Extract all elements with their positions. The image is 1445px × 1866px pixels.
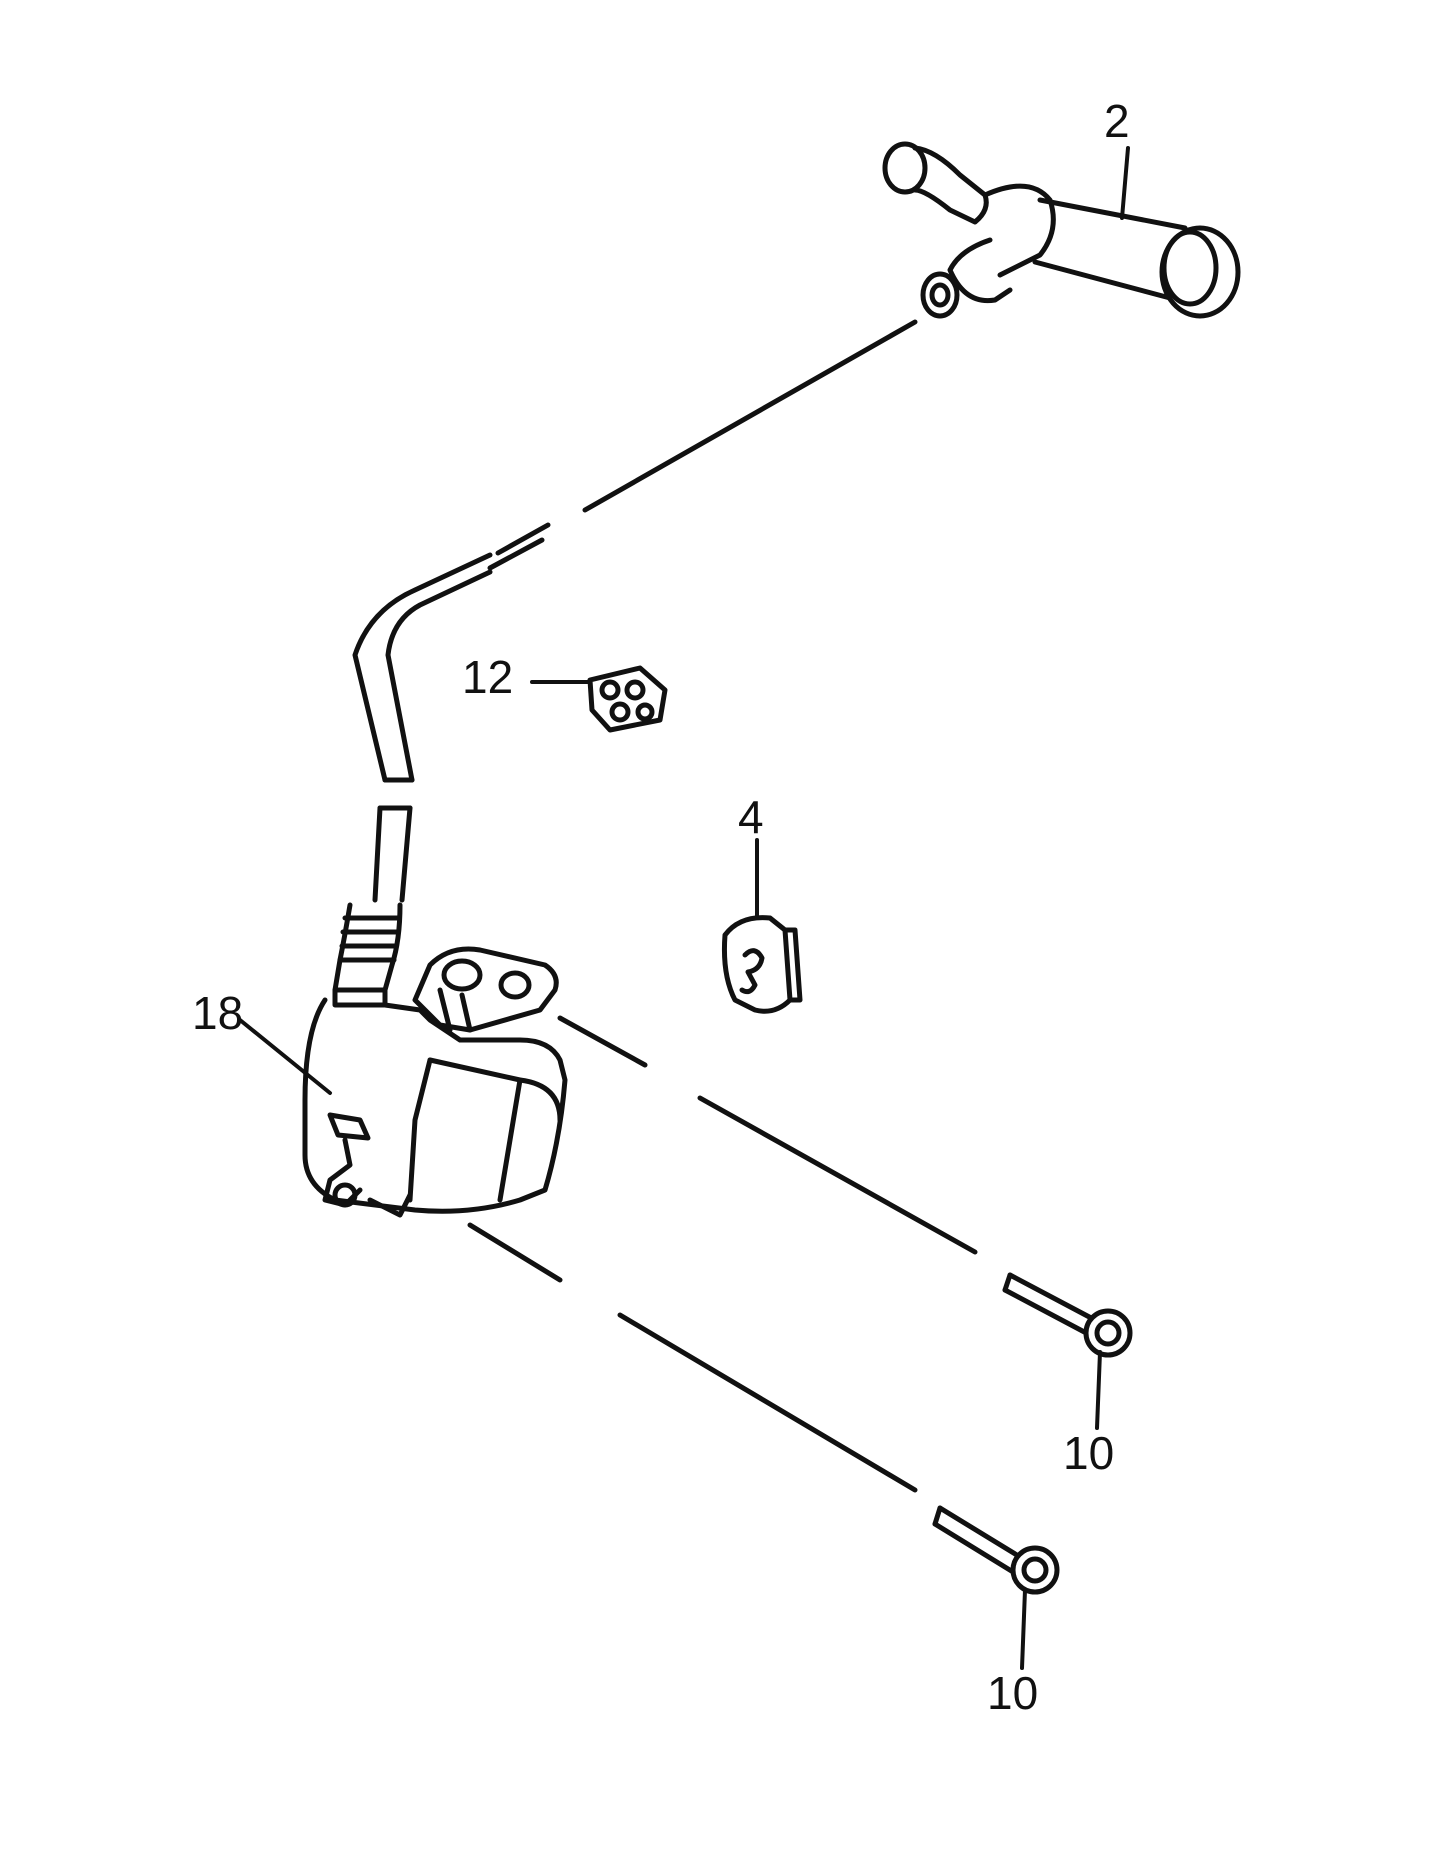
screw-upper: [1002, 1272, 1133, 1358]
callout-part-10-upper: 10: [1063, 1427, 1115, 1479]
ignition-wire: [352, 522, 551, 903]
grommet: [721, 915, 803, 1014]
leader-line-10-upper: [1095, 1350, 1102, 1430]
wire-clip: [587, 665, 668, 733]
callout-part-2: 2: [1104, 95, 1130, 147]
leader-line-2: [1120, 146, 1130, 220]
assembly-line-boot: [582, 319, 918, 513]
callout-part-10-lower: 10: [987, 1667, 1039, 1719]
callout-part-18: 18: [192, 987, 244, 1039]
leader-line-18: [238, 1018, 332, 1095]
screw-lower: [932, 1505, 1060, 1595]
spark-plug-boot: [882, 141, 1241, 319]
ignition-coil: [302, 902, 568, 1218]
callout-part-4: 4: [738, 791, 764, 843]
callout-part-12: 12: [462, 651, 514, 703]
leader-line-10-lower: [1020, 1588, 1027, 1670]
assembly-line-screw-upper: [557, 1015, 978, 1255]
assembly-line-screw-lower: [467, 1222, 918, 1493]
